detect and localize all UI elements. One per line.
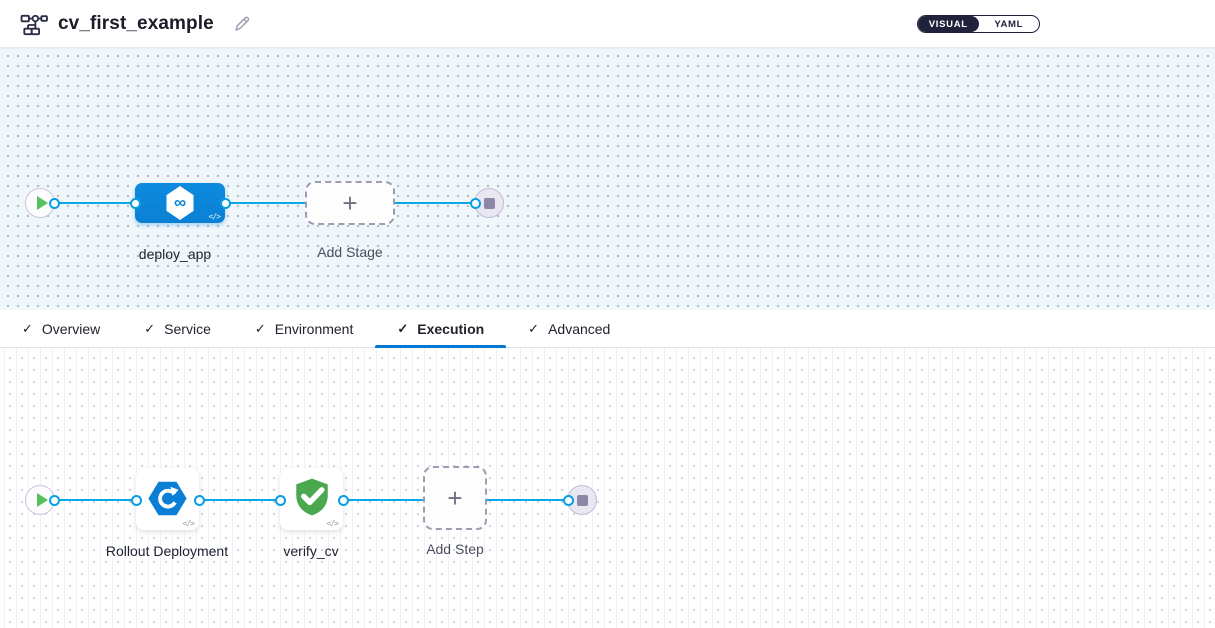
- connector-port[interactable]: [130, 494, 142, 506]
- step-label: Rollout Deployment: [105, 543, 229, 559]
- step-node-verify-cv[interactable]: </>: [280, 468, 343, 530]
- rollout-deployment-icon: [148, 481, 187, 516]
- check-icon: ✓: [22, 320, 33, 336]
- stop-icon: [576, 494, 588, 506]
- add-step-label: Add Step: [426, 541, 484, 557]
- tab-label: Execution: [417, 320, 485, 337]
- connector-port[interactable]: [193, 494, 205, 506]
- stop-icon: [483, 197, 495, 209]
- connector-port[interactable]: [274, 494, 286, 506]
- verify-shield-icon: [291, 475, 333, 524]
- code-icon[interactable]: </>: [208, 212, 221, 221]
- tab-advanced[interactable]: ✓ Advanced: [506, 310, 632, 347]
- header: cv_first_example VISUAL YAML: [0, 0, 1215, 48]
- tab-overview[interactable]: ✓ Overview: [0, 310, 122, 347]
- stage-config-tabs: ✓ Overview ✓ Service ✓ Environment ✓ Exe…: [0, 310, 1215, 348]
- cd-stage-icon: ∞: [166, 186, 194, 220]
- stage-canvas[interactable]: ∞ </> deploy_app + Add Stage: [0, 48, 1215, 310]
- check-icon: ✓: [528, 320, 540, 336]
- tab-execution[interactable]: ✓ Execution: [375, 310, 506, 348]
- play-icon: [36, 196, 48, 210]
- step-label: verify_cv: [283, 543, 339, 559]
- tab-label: Service: [164, 320, 211, 337]
- page-title: cv_first_example: [58, 13, 214, 34]
- connector-port[interactable]: [219, 197, 231, 209]
- tab-label: Advanced: [548, 320, 611, 337]
- connector-port[interactable]: [48, 197, 60, 209]
- check-icon: ✓: [397, 320, 409, 336]
- step-node-rollout-deployment[interactable]: </>: [136, 468, 199, 530]
- infinity-link-icon: ∞: [173, 192, 187, 212]
- check-icon: ✓: [254, 320, 266, 336]
- connector-port[interactable]: [562, 494, 574, 506]
- connector-port[interactable]: [129, 197, 141, 209]
- add-step-button[interactable]: +: [423, 466, 487, 530]
- plus-icon: +: [447, 483, 463, 513]
- connector-port[interactable]: [48, 494, 60, 506]
- add-stage-button[interactable]: +: [305, 181, 395, 225]
- code-icon[interactable]: </>: [182, 519, 195, 528]
- code-icon[interactable]: </>: [326, 519, 339, 528]
- add-stage-label: Add Stage: [317, 244, 383, 260]
- execution-canvas[interactable]: </> Rollout Deployment </> verify_cv + A…: [0, 348, 1215, 628]
- toggle-visual-button[interactable]: VISUAL: [918, 16, 979, 32]
- connector-port[interactable]: [337, 494, 349, 506]
- tab-service[interactable]: ✓ Service: [122, 310, 233, 347]
- pipeline-graph-icon: [20, 13, 48, 42]
- stage-node-deploy-app[interactable]: ∞ </>: [135, 183, 225, 223]
- toggle-yaml-button[interactable]: YAML: [994, 18, 1024, 30]
- edge-line: [40, 201, 480, 204]
- plus-icon: +: [342, 188, 358, 218]
- tab-label: Overview: [41, 320, 101, 337]
- tab-label: Environment: [274, 320, 354, 337]
- check-icon: ✓: [144, 320, 156, 336]
- view-mode-toggle: VISUAL YAML: [917, 15, 1040, 33]
- stage-label: deploy_app: [138, 246, 212, 262]
- connector-port[interactable]: [469, 197, 481, 209]
- play-icon: [36, 493, 48, 507]
- tab-environment[interactable]: ✓ Environment: [233, 310, 376, 347]
- edit-pencil-icon[interactable]: [234, 15, 251, 37]
